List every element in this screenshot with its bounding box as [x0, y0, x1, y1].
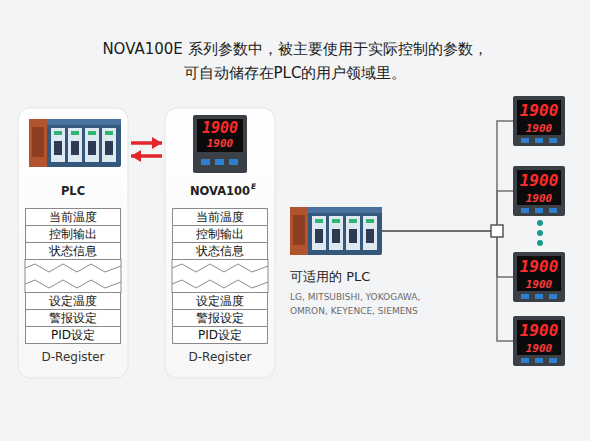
register-name: 设定温度: [173, 293, 267, 309]
nova-device: [193, 115, 247, 173]
display-value: 1900: [197, 120, 243, 137]
display-value: 1900: [517, 170, 561, 192]
connector: [382, 121, 513, 231]
register-caption: D-Register: [42, 349, 105, 365]
title-text: NOVA100E 系列参数中，被主要使用于实际控制的参数， 可自动储存在PLC的…: [75, 37, 515, 85]
key-button: [549, 358, 557, 363]
display-value: 1900: [517, 256, 561, 278]
connector: [131, 137, 162, 149]
arrow-head: [131, 150, 141, 162]
register-name: 设定温度: [26, 293, 120, 309]
register-name: PID设定: [26, 327, 120, 343]
key-button: [535, 294, 543, 299]
controller-unit: 19001900: [513, 252, 565, 302]
controller-unit: 19001900: [513, 166, 565, 216]
register-row: 当前温度: [25, 208, 121, 226]
plc-device: [290, 207, 382, 255]
connector: [382, 231, 513, 341]
display-value: 1900: [517, 320, 561, 342]
register-name: 当前温度: [173, 209, 267, 225]
brand-list: LG, MITSUBISHI, YOKOGAWA, OMRON, KEYENCE…: [290, 290, 458, 318]
display-value: 1900: [517, 192, 561, 205]
register-row: 警报设定: [25, 309, 121, 327]
display-value: 1900: [517, 342, 561, 355]
register-name: PID设定: [173, 327, 267, 343]
plc-heading: 可适用的 PLC: [290, 268, 370, 286]
display-value: 1900: [197, 137, 243, 150]
register-row: 状态信息: [25, 242, 121, 260]
device-name: PLC: [61, 183, 85, 199]
register-row: 警报设定: [172, 309, 268, 327]
register-row: 状态信息: [172, 242, 268, 260]
table-break: [25, 259, 268, 293]
register-name: 状态信息: [26, 243, 120, 259]
panel-ground: [18, 108, 128, 378]
register-row: 控制输出: [172, 225, 268, 243]
display-value: 1900: [517, 100, 561, 122]
key-button: [521, 138, 529, 143]
junction-box: [491, 225, 503, 237]
key-button: [535, 138, 543, 143]
display-value: 1900: [517, 278, 561, 291]
register-row: 设定温度: [25, 292, 121, 310]
key-button: [521, 358, 529, 363]
register-name: 控制输出: [173, 226, 267, 242]
connector: [382, 231, 513, 277]
register-name: 当前温度: [26, 209, 120, 225]
key-button: [549, 138, 557, 143]
key-button: [549, 208, 557, 213]
connector-line: [382, 121, 513, 231]
device-name: NOVA100: [190, 183, 250, 199]
plc-unit: 可适用的 PLCLG, MITSUBISHI, YOKOGAWA, OMRON,…: [290, 206, 382, 256]
connector: [131, 150, 162, 162]
key-button: [521, 294, 529, 299]
superscript: E: [251, 182, 256, 191]
key-button: [521, 208, 529, 213]
panel-ground: [165, 108, 275, 378]
register-row: PID设定: [25, 326, 121, 344]
register-name: 状态信息: [173, 243, 267, 259]
register-caption: D-Register: [189, 349, 252, 365]
register-name: 警报设定: [173, 310, 267, 326]
register-name: 警报设定: [26, 310, 120, 326]
plc-device: [29, 119, 121, 167]
controller-unit: 19001900: [513, 96, 565, 146]
key-button: [535, 208, 543, 213]
connector-line: [382, 231, 513, 277]
controller-unit: 19001900: [513, 316, 565, 366]
register-row: 设定温度: [172, 292, 268, 310]
key-button: [535, 358, 543, 363]
key-button: [549, 294, 557, 299]
register-row: 控制输出: [25, 225, 121, 243]
arrow-head: [152, 137, 162, 149]
continuation-dots: [537, 220, 543, 246]
register-row: PID设定: [172, 326, 268, 344]
register-panel: PLC D-Register 当前温度控制输出状态信息设定温度警报设定PID设定: [18, 108, 128, 378]
register-row: 当前温度: [172, 208, 268, 226]
connector-line: [382, 231, 513, 341]
display-value: 1900: [517, 122, 561, 135]
register-name: 控制输出: [26, 226, 120, 242]
